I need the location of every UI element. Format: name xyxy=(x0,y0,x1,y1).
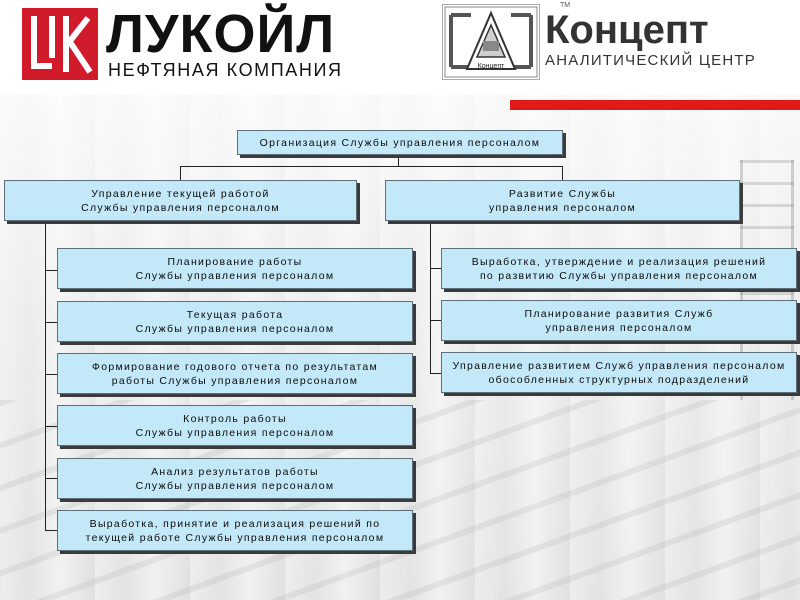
lukoil-name: ЛУКОЙЛ xyxy=(106,4,336,64)
connector-root-down xyxy=(398,155,399,167)
connector-top-horizontal xyxy=(180,166,563,167)
left-branch-header-line1: Управление текущей работой xyxy=(91,187,270,200)
root-box-line1: Организация Службы управления персоналом xyxy=(259,136,541,149)
accent-bar xyxy=(510,100,800,110)
left-item-3-line1: Формирование годового отчета по результа… xyxy=(91,360,379,373)
right-branch-header-line2: управления персоналом xyxy=(489,201,636,214)
lukoil-subtitle: НЕФТЯНАЯ КОМПАНИЯ xyxy=(108,60,343,80)
left-item-5-line1: Анализ результатов работы xyxy=(151,465,319,478)
left-branch-header-line2: Службы управления персоналом xyxy=(81,201,280,214)
right-item-1-line2: по развитию Службы управления персоналом xyxy=(479,269,759,282)
connector-left-tick-5 xyxy=(45,478,57,479)
left-item-6-line1: Выработка, принятие и реализация решений… xyxy=(89,517,381,530)
right-item-1-line1: Выработка, утверждение и реализация реше… xyxy=(471,255,767,268)
left-item-2: Текущая работа Службы управления персона… xyxy=(57,301,413,342)
lukoil-logo-mark xyxy=(22,8,98,80)
connector-left-tick-1 xyxy=(45,270,57,271)
connector-right-down xyxy=(562,166,563,180)
left-item-1: Планирование работы Службы управления пе… xyxy=(57,248,413,289)
concept-subtitle: АНАЛИТИЧЕСКИЙ ЦЕНТР xyxy=(545,52,756,69)
left-item-5-line2: Службы управления персоналом xyxy=(135,479,335,492)
connector-left-tick-3 xyxy=(45,374,57,375)
connector-right-tick-3 xyxy=(430,373,441,374)
left-item-3: Формирование годового отчета по результа… xyxy=(57,353,413,394)
connector-left-tick-4 xyxy=(45,426,57,427)
left-item-5: Анализ результатов работы Службы управле… xyxy=(57,458,413,499)
connector-left-tick-2 xyxy=(45,322,57,323)
left-item-2-line2: Службы управления персоналом xyxy=(135,322,335,335)
connector-right-trunk xyxy=(430,221,431,374)
right-item-2-line2: управления персоналом xyxy=(545,321,693,334)
left-item-3-line2: работы Службы управления персоналом xyxy=(111,374,359,387)
concept-logo-emblem: Концепт xyxy=(442,4,540,80)
left-item-4: Контроль работы Службы управления персон… xyxy=(57,405,413,446)
concept-emblem-text: Концепт xyxy=(478,63,505,70)
concept-trademark: TM xyxy=(560,2,571,9)
left-item-2-line1: Текущая работа xyxy=(186,308,284,321)
right-item-1: Выработка, утверждение и реализация реше… xyxy=(441,248,797,289)
concept-name: Концепт xyxy=(545,8,709,52)
left-item-4-line1: Контроль работы xyxy=(183,412,287,425)
connector-left-trunk xyxy=(45,221,46,531)
left-item-6: Выработка, принятие и реализация решений… xyxy=(57,510,413,551)
right-item-2: Планирование развития Служб управления п… xyxy=(441,300,797,341)
right-item-3-line1: Управление развитием Служб управления пе… xyxy=(452,359,786,372)
right-branch-header: Развитие Службы управления персоналом xyxy=(385,180,740,221)
right-item-3: Управление развитием Служб управления пе… xyxy=(441,352,797,393)
right-item-2-line1: Планирование развития Служб xyxy=(524,307,714,320)
right-branch-header-line1: Развитие Службы xyxy=(508,187,617,200)
left-item-6-line2: текущей работе Службы управления персона… xyxy=(85,531,385,544)
connector-left-down xyxy=(180,166,181,180)
root-box: Организация Службы управления персоналом xyxy=(237,130,563,155)
connector-right-tick-2 xyxy=(430,320,441,321)
left-item-1-line1: Планирование работы xyxy=(167,255,303,268)
right-item-3-line2: обособленных структурных подразделений xyxy=(488,373,750,386)
connector-right-tick-1 xyxy=(430,268,441,269)
left-branch-header: Управление текущей работой Службы управл… xyxy=(4,180,357,221)
connector-left-tick-6 xyxy=(45,530,57,531)
left-item-4-line2: Службы управления персоналом xyxy=(135,426,335,439)
left-item-1-line2: Службы управления персоналом xyxy=(135,269,335,282)
